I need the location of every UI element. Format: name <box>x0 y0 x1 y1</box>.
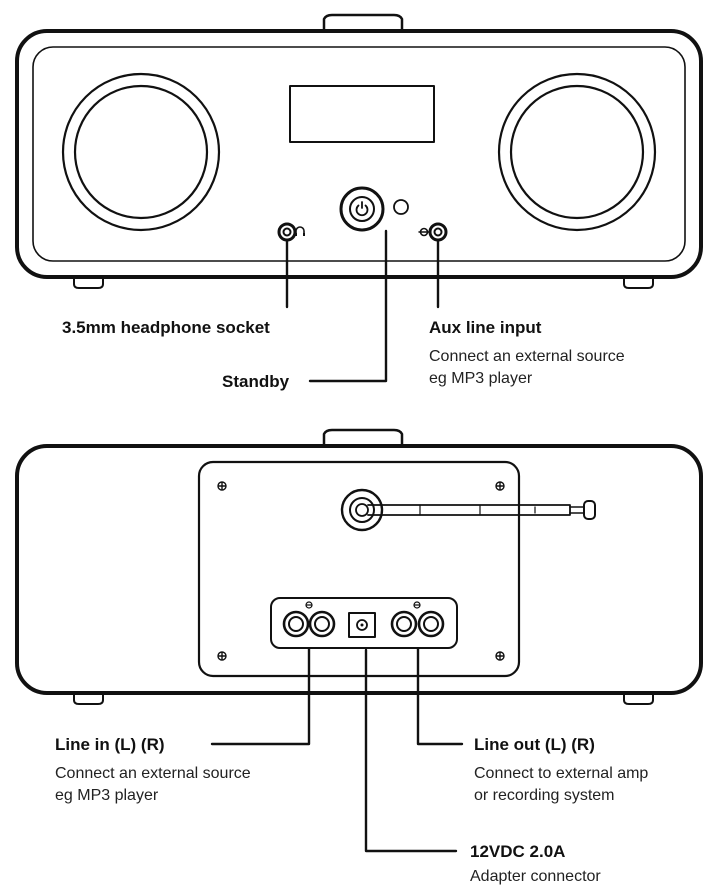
line-in-leader <box>210 647 311 746</box>
rear-body <box>15 444 703 695</box>
aux-input-icon <box>418 227 430 237</box>
left-speaker <box>61 72 221 232</box>
front-view <box>15 13 703 383</box>
front-foot-right <box>623 275 654 289</box>
antenna-icon <box>340 488 596 532</box>
line-in-left-socket <box>282 610 310 638</box>
rear-foot-left <box>73 691 104 705</box>
line-out-right-socket <box>417 610 445 638</box>
dc-power-label: 12VDC 2.0A <box>470 842 566 861</box>
line-out-symbol-icon <box>413 601 421 609</box>
screw-icon <box>217 651 227 661</box>
front-foot-left <box>73 275 104 289</box>
rear-panel <box>197 460 521 678</box>
right-speaker <box>497 72 657 232</box>
line-out-label: Line out (L) (R) <box>474 735 595 754</box>
top-knob <box>322 13 404 32</box>
line-in-desc-line1: Connect an external source <box>55 765 251 782</box>
connector-strip <box>270 597 458 649</box>
rear-view <box>15 428 703 853</box>
headphone-icon <box>295 226 305 236</box>
front-body-outer <box>15 29 703 279</box>
dc-power-desc: Adapter connector <box>470 868 601 885</box>
standby-leader <box>308 229 388 383</box>
line-in-right-socket <box>308 610 336 638</box>
front-body-inner <box>32 46 686 262</box>
standby-button <box>339 186 385 232</box>
aux-input-label: Aux line input <box>429 318 542 337</box>
rear-top-knob <box>322 428 404 448</box>
line-in-desc-line2: eg MP3 player <box>55 787 159 804</box>
standby-indicator <box>393 199 409 215</box>
aux-input-desc-line1: Connect an external source <box>429 348 625 365</box>
line-in-symbol-icon <box>305 601 313 609</box>
line-out-desc-line1: Connect to external amp <box>474 765 649 782</box>
line-out-leader <box>416 647 464 746</box>
dc-leader <box>364 648 458 853</box>
screw-icon <box>495 481 505 491</box>
screw-icon <box>495 651 505 661</box>
rear-foot-right <box>623 691 654 705</box>
standby-label: Standby <box>222 372 290 391</box>
aux-input-desc-line2: eg MP3 player <box>429 370 533 387</box>
line-out-left-socket <box>390 610 418 638</box>
line-out-desc-line2: or recording system <box>474 787 615 804</box>
dc-power-socket <box>348 612 376 638</box>
screw-icon <box>217 481 227 491</box>
display-window <box>289 85 435 143</box>
line-in-label: Line in (L) (R) <box>55 735 165 754</box>
headphone-socket-label: 3.5mm headphone socket <box>62 318 270 337</box>
power-icon <box>355 201 369 217</box>
